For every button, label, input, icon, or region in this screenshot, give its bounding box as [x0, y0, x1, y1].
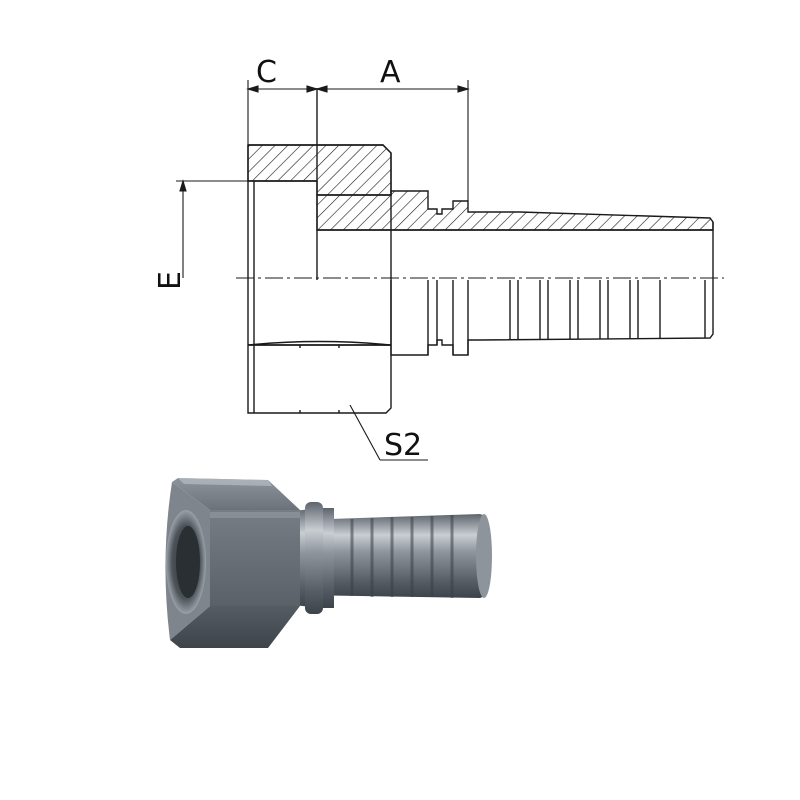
- nut-section-hatch: [247, 144, 392, 196]
- dimension-lines-top: [246, 80, 470, 201]
- dimension-line-e: [176, 179, 248, 278]
- barb-end: [476, 514, 492, 598]
- label-e: E: [153, 271, 188, 290]
- barb-grooves: [350, 515, 454, 598]
- barb-ridges: [427, 280, 706, 355]
- nut-hex-flats: [247, 340, 392, 413]
- hex-nut-bottom-face: [170, 606, 300, 648]
- label-s2: S2: [384, 428, 422, 463]
- nipple-lower-profile: [390, 222, 714, 356]
- label-c: C: [256, 55, 277, 90]
- leader-s2: [349, 404, 428, 461]
- nipple-section-hatch: [316, 190, 714, 231]
- technical-drawing: [176, 80, 724, 461]
- label-a: A: [380, 55, 401, 90]
- hex-nut-top-face: [172, 478, 300, 510]
- fitting-3d-render: [165, 478, 492, 648]
- barb-tail: [300, 514, 490, 598]
- hex-nut-front-face: [210, 510, 300, 606]
